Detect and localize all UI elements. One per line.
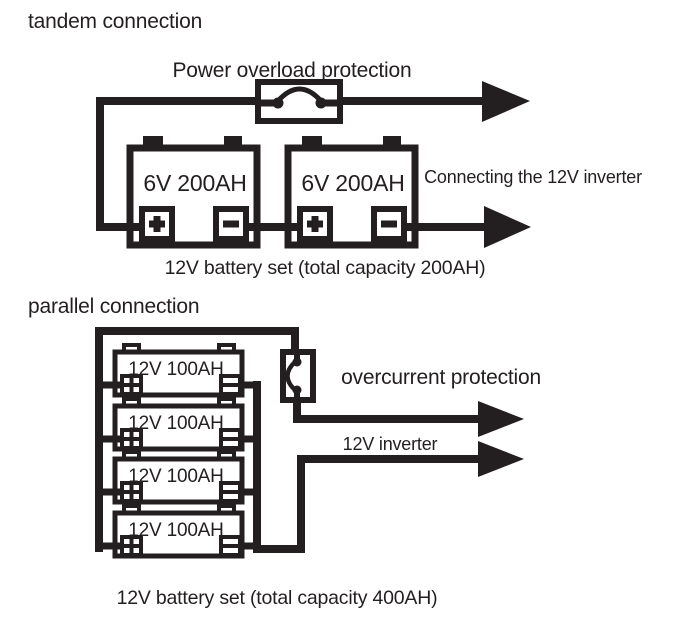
battery-label: 6V 200AH (143, 170, 246, 196)
plus-icon (123, 484, 140, 500)
positive-terminal (120, 535, 143, 557)
parallel-negative-output-wire (255, 455, 481, 553)
plus-icon (307, 216, 323, 232)
fuse-element (276, 86, 323, 103)
negative-terminal (219, 535, 242, 557)
battery2-negative-terminal (371, 206, 407, 242)
parallel-battery-2: 12V 100AH (96, 397, 260, 452)
parallel-output-arrow2-icon (478, 441, 524, 477)
tandem-output-arrow-icon (482, 81, 530, 122)
tandem-section: tandem connection Power overload protect… (28, 10, 642, 279)
parallel-heading: parallel connection (28, 295, 199, 318)
plus-icon (123, 431, 140, 447)
positive-terminal (120, 481, 143, 503)
battery-label: 12V 100AH (128, 359, 223, 380)
fuse-contact-top (292, 357, 302, 367)
parallel-caption: 12V battery set (total capacity 400AH) (117, 587, 438, 609)
positive-terminal (120, 374, 143, 396)
battery1-negative-terminal (213, 206, 249, 242)
plus-icon (149, 216, 165, 232)
tandem-protection-label: Power overload protection (173, 59, 412, 82)
parallel-positive-output-wire (293, 398, 481, 423)
battery-label: 6V 200AH (301, 170, 404, 196)
fuse-contact-bottom (292, 385, 302, 395)
parallel-output-arrow1-icon (478, 401, 524, 437)
parallel-inverter-label: 12V inverter (343, 434, 438, 454)
battery-label: 12V 100AH (128, 413, 223, 434)
tandem-heading: tandem connection (28, 10, 202, 33)
tandem-inverter-label: Connecting the 12V inverter (424, 167, 642, 187)
tandem-output-arrow2-icon (484, 206, 531, 248)
tandem-caption: 12V battery set (total capacity 200AH) (165, 257, 486, 279)
positive-terminal (120, 428, 143, 450)
battery2-positive-terminal (297, 206, 333, 242)
negative-terminal (219, 428, 242, 450)
battery-label: 12V 100AH (128, 520, 223, 541)
parallel-section: parallel connection 12V 100AH (28, 295, 541, 609)
terminal-box (213, 206, 249, 242)
tandem-fuse-icon (255, 79, 343, 124)
parallel-battery-3: 12V 100AH (96, 450, 260, 505)
parallel-fuse-icon (280, 349, 316, 403)
negative-terminal (219, 481, 242, 503)
fuse-element (285, 360, 297, 392)
battery1-positive-terminal (139, 206, 175, 242)
battery-label: 12V 100AH (128, 466, 223, 487)
parallel-battery-4: 12V 100AH (96, 504, 260, 559)
tandem-positive-wire (96, 97, 484, 231)
parallel-battery-1: 12V 100AH (96, 343, 260, 398)
fuse-contact-left (272, 97, 284, 109)
plus-icon (123, 377, 140, 393)
negative-terminal (219, 374, 242, 396)
parallel-protection-label: overcurrent protection (341, 366, 541, 389)
plus-icon (123, 538, 140, 554)
terminal-box (139, 206, 175, 242)
fuse-contact-right (315, 97, 327, 109)
